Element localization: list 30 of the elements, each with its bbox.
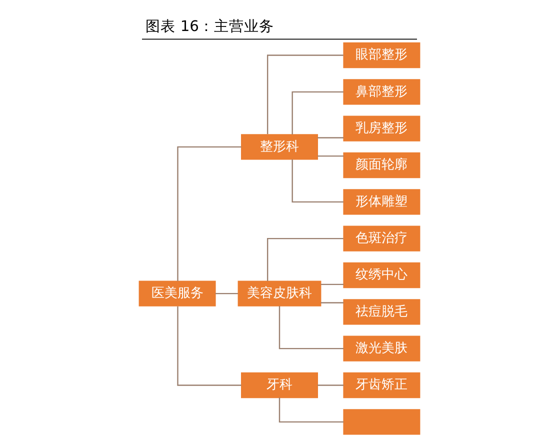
connector	[266, 238, 344, 282]
connector	[278, 398, 344, 423]
node-box: 纹绣中心	[343, 262, 420, 288]
node-box: 眼部整形	[343, 42, 420, 68]
node-box: 形体雕塑	[343, 189, 420, 215]
node-box: 美容皮肤科	[238, 280, 322, 306]
node-box: 祛痘脱毛	[343, 299, 420, 325]
diagram-title: 图表 16：主营业务	[146, 18, 274, 35]
node-box: 牙齿矫正	[343, 372, 420, 398]
node-box	[343, 409, 420, 435]
node-box: 色斑治疗	[343, 226, 420, 252]
node-box: 牙科	[241, 372, 318, 398]
connector	[215, 292, 238, 294]
node-box: 医美服务	[138, 280, 216, 306]
connector	[177, 146, 242, 282]
connector	[292, 91, 344, 134]
connector	[318, 156, 344, 157]
connector	[292, 159, 344, 202]
node-box: 整形科	[241, 134, 318, 160]
connector	[320, 284, 344, 286]
connector	[318, 384, 344, 386]
connector	[320, 302, 344, 304]
node-box: 乳房整形	[343, 116, 420, 142]
node-box: 颜面轮廓	[343, 152, 420, 178]
connector	[278, 306, 344, 350]
node-box: 激光美肤	[343, 336, 420, 362]
connector	[266, 54, 344, 134]
connector	[177, 306, 242, 386]
connector	[318, 137, 344, 138]
node-box: 鼻部整形	[343, 79, 420, 105]
